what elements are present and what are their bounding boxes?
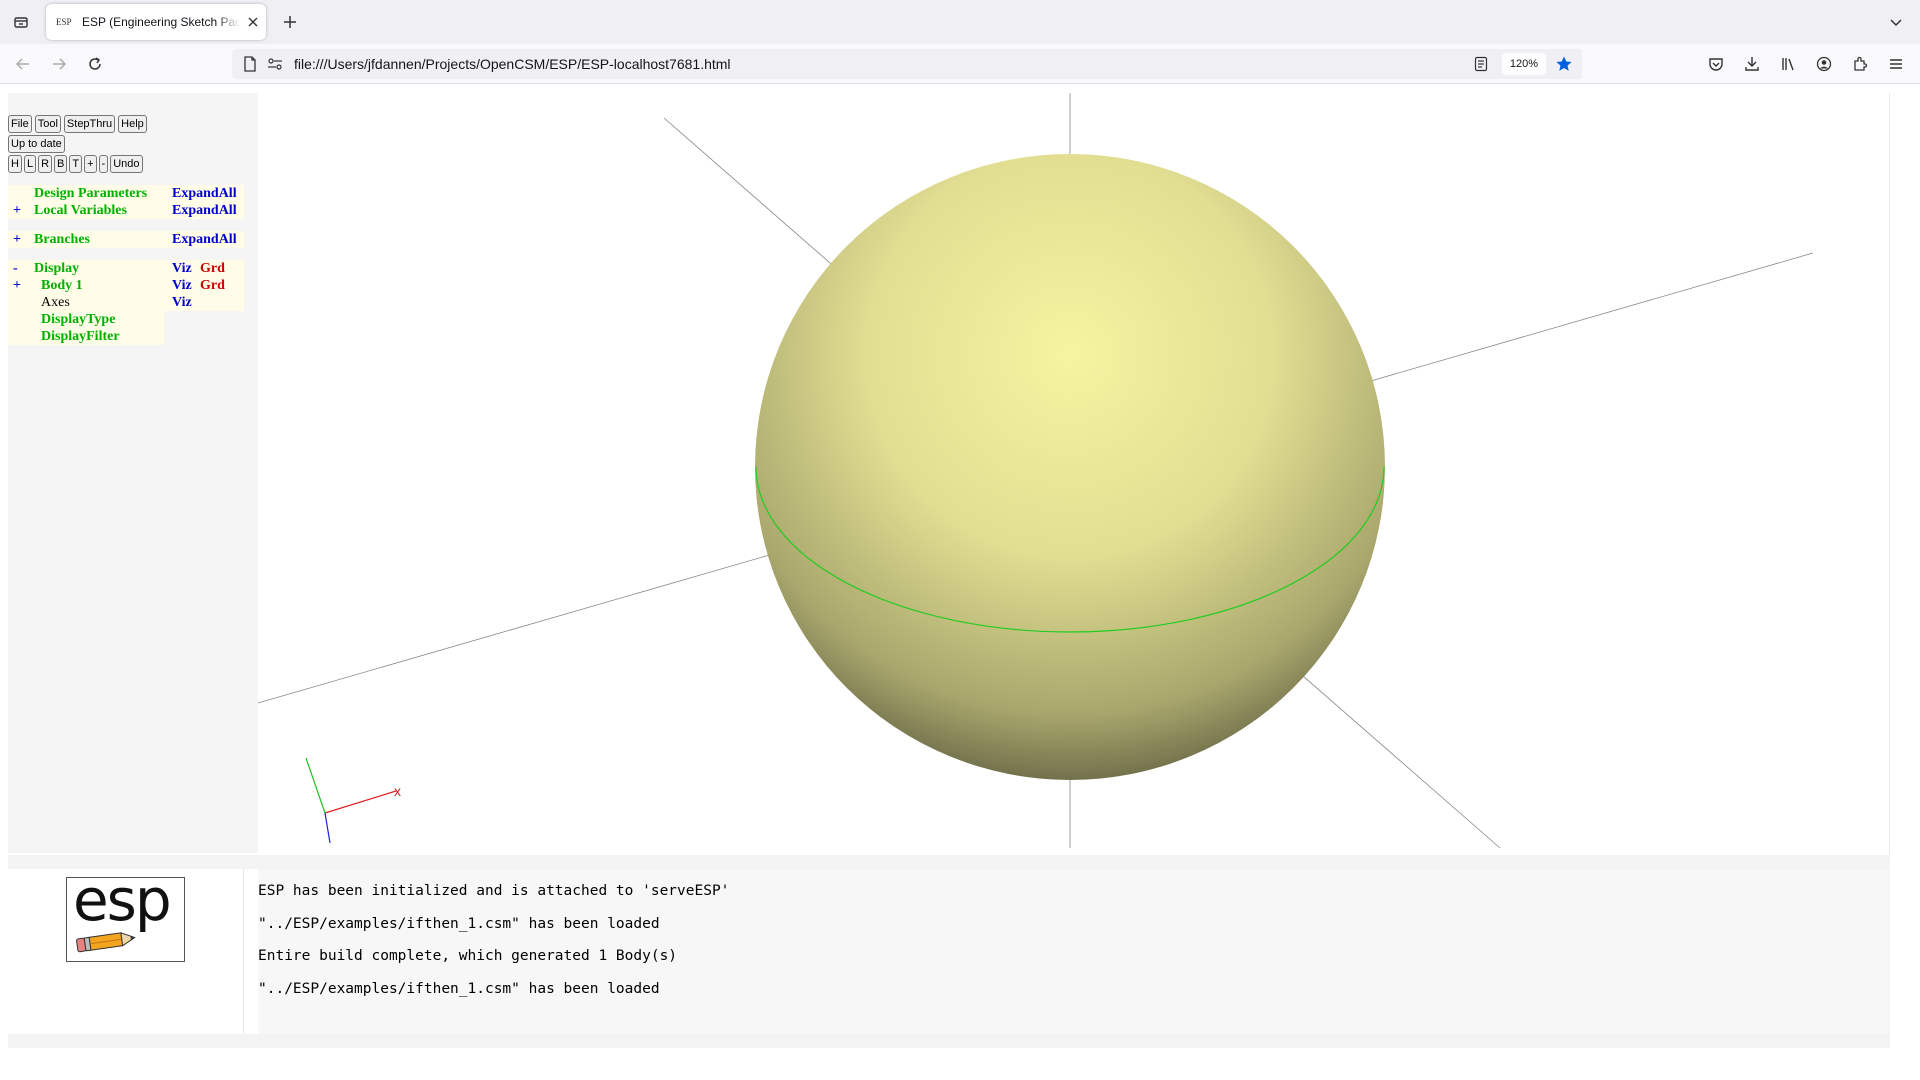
grd-toggle[interactable]: Grd [200,261,225,276]
new-tab-plus-icon[interactable] [278,10,302,34]
view-left-button[interactable]: L [23,155,37,173]
tree-label-display[interactable]: Display [28,260,164,277]
tree-spacer [8,328,28,345]
logo-panel: esp [8,866,244,1034]
tree-toggle[interactable]: + [8,202,28,219]
triad-x-axis [324,790,397,814]
address-bar[interactable]: file:///Users/jfdannen/Projects/OpenCSM/… [232,49,1582,79]
account-icon[interactable] [1811,51,1837,77]
scene-svg[interactable]: x [258,93,1890,855]
url-text: file:///Users/jfdannen/Projects/OpenCSM/… [294,56,731,72]
view-home-button[interactable]: H [8,155,22,173]
tree-panel: File Tool StepThru Help Up to date H L R… [8,93,258,853]
message-line: "../ESP/examples/ifthen_1.csm" has been … [258,981,660,997]
zoom-in-button[interactable]: + [84,155,97,173]
reader-view-icon[interactable] [1472,55,1490,73]
esp-logo: esp [66,866,185,962]
tree-label-axes[interactable]: Axes [28,294,164,311]
reload-icon[interactable] [82,51,108,77]
tree-spacer [8,311,28,328]
message-line: ESP has been initialized and is attached… [258,883,730,899]
expand-all-link[interactable]: ExpandAll [164,185,244,202]
tree-label-local-variables[interactable]: Local Variables [28,202,164,219]
grd-toggle[interactable]: Grd [200,278,225,293]
up-to-date-button[interactable]: Up to date [8,135,65,153]
tree-toggle[interactable]: + [8,231,28,248]
viz-toggle[interactable]: Viz [164,260,244,277]
zoom-out-button[interactable]: - [98,155,109,173]
view-right-button[interactable]: R [38,155,53,173]
downloads-icon[interactable] [1739,51,1765,77]
chevron-down-icon[interactable] [1884,10,1908,34]
browser-tab-bar: ESP ESP (Engineering Sketch Pad, Version… [0,0,1920,44]
stepthru-button[interactable]: StepThru [63,115,116,133]
triad-y-axis [305,757,326,814]
close-tab-icon[interactable] [244,13,262,31]
esp-logo-text: esp [73,866,172,934]
esp-page: File Tool StepThru Help Up to date H L R… [0,85,1920,1080]
file-button[interactable]: File [8,115,32,133]
viz-toggle[interactable]: Viz [164,277,244,294]
browser-nav-bar: file:///Users/jfdannen/Projects/OpenCSM/… [0,44,1920,84]
help-button[interactable]: Help [118,115,147,133]
tree-toggle[interactable]: + [8,277,28,294]
tab-title: ESP (Engineering Sketch Pad, Version 1.2… [82,15,240,29]
tab-list-icon[interactable] [8,9,34,35]
message-panel: ESP has been initialized and is attached… [258,869,1890,1034]
tree-toggle[interactable] [8,185,28,202]
sphere-body[interactable] [755,154,1385,780]
tool-button[interactable]: Tool [34,115,61,133]
pencil-icon [76,932,136,953]
forward-arrow-icon[interactable] [46,51,72,77]
permissions-icon[interactable] [266,55,284,73]
triad-x-label: x [394,783,401,799]
extensions-icon[interactable] [1847,51,1873,77]
message-line: Entire build complete, which generated 1… [258,948,678,964]
menu-button-row: File Tool StepThru Help [8,115,147,133]
expand-all-link[interactable]: ExpandAll [164,202,244,219]
view-button-row: H L R B T + - Undo [8,155,143,173]
message-line: "../ESP/examples/ifthen_1.csm" has been … [258,916,660,932]
tree-toggle [8,294,28,311]
library-icon[interactable] [1775,51,1801,77]
zoom-level-badge[interactable]: 120% [1502,53,1546,75]
pocket-icon[interactable] [1703,51,1729,77]
horizontal-divider[interactable] [8,855,1890,869]
tree-label-design-parameters[interactable]: Design Parameters [28,185,164,202]
tree-label-display-filter[interactable]: DisplayFilter [28,328,164,345]
bookmark-star-icon[interactable] [1555,55,1573,73]
view-top-button[interactable]: T [69,155,83,173]
triad-z-axis [324,812,331,844]
tree-toggle[interactable]: - [8,260,28,277]
page-icon [241,55,259,73]
esp-favicon-icon: ESP [56,17,72,27]
axis-triad: x [305,757,401,844]
menu-hamburger-icon[interactable] [1883,51,1909,77]
graphics-canvas[interactable]: x [258,93,1890,855]
status-button-row: Up to date [8,135,65,153]
bottom-strip [8,1034,1890,1048]
tree-label-display-type[interactable]: DisplayType [28,311,164,328]
expand-all-link[interactable]: ExpandAll [164,231,244,248]
view-bottom-button[interactable]: B [54,155,68,173]
browser-tab-active[interactable]: ESP ESP (Engineering Sketch Pad, Version… [46,4,266,40]
tree-label-body-1[interactable]: Body 1 [28,277,164,294]
tree-label-branches[interactable]: Branches [28,231,164,248]
viz-toggle[interactable]: Viz [164,294,244,311]
back-arrow-icon[interactable] [10,51,36,77]
sphere-equator-edge[interactable] [755,466,1385,633]
undo-button[interactable]: Undo [110,155,143,173]
